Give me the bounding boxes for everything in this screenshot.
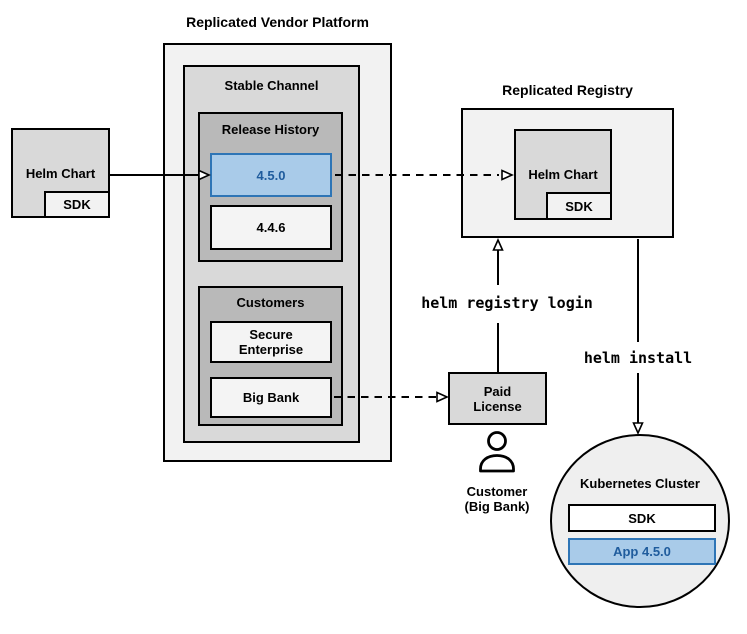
paid-license-box: Paid License xyxy=(448,372,547,425)
customers-title: Customers xyxy=(236,295,305,310)
registry-helm-chart-label: Helm Chart xyxy=(528,167,598,182)
registry-title: Replicated Registry xyxy=(502,82,633,98)
customer-item-secure-enterprise: Secure Enterprise xyxy=(210,321,332,363)
customer-item-big-bank: Big Bank xyxy=(210,377,332,418)
paid-license-line: License xyxy=(473,398,522,414)
person-icon xyxy=(479,431,515,473)
vendor-platform-title: Replicated Vendor Platform xyxy=(186,14,369,30)
cluster-sdk-box: SDK xyxy=(568,504,716,532)
release-history-title: Release History xyxy=(221,122,320,137)
release-item-4-4-6: 4.4.6 xyxy=(210,205,332,250)
release-item-4-5-0: 4.5.0 xyxy=(210,153,332,197)
cluster-app-box: App 4.5.0 xyxy=(568,538,716,565)
source-sdk-box: SDK xyxy=(44,191,110,218)
kubernetes-cluster-title: Kubernetes Cluster xyxy=(580,476,700,491)
stable-channel-title: Stable Channel xyxy=(224,78,319,93)
source-helm-chart-label: Helm Chart xyxy=(25,166,96,181)
customer-label-line: Customer xyxy=(466,484,528,499)
customer-item-line: Enterprise xyxy=(238,342,304,357)
customer-item-line: Secure xyxy=(249,327,293,342)
registry-sdk-box: SDK xyxy=(546,192,612,220)
command-helm-install: helm install xyxy=(583,349,693,367)
command-helm-registry-login: helm registry login xyxy=(421,294,593,312)
paid-license-line: Paid xyxy=(483,383,512,399)
arrow-registry-to-cluster xyxy=(632,239,644,435)
customer-label: Customer (Big Bank) xyxy=(447,484,547,514)
customer-label-line: (Big Bank) xyxy=(464,499,530,514)
